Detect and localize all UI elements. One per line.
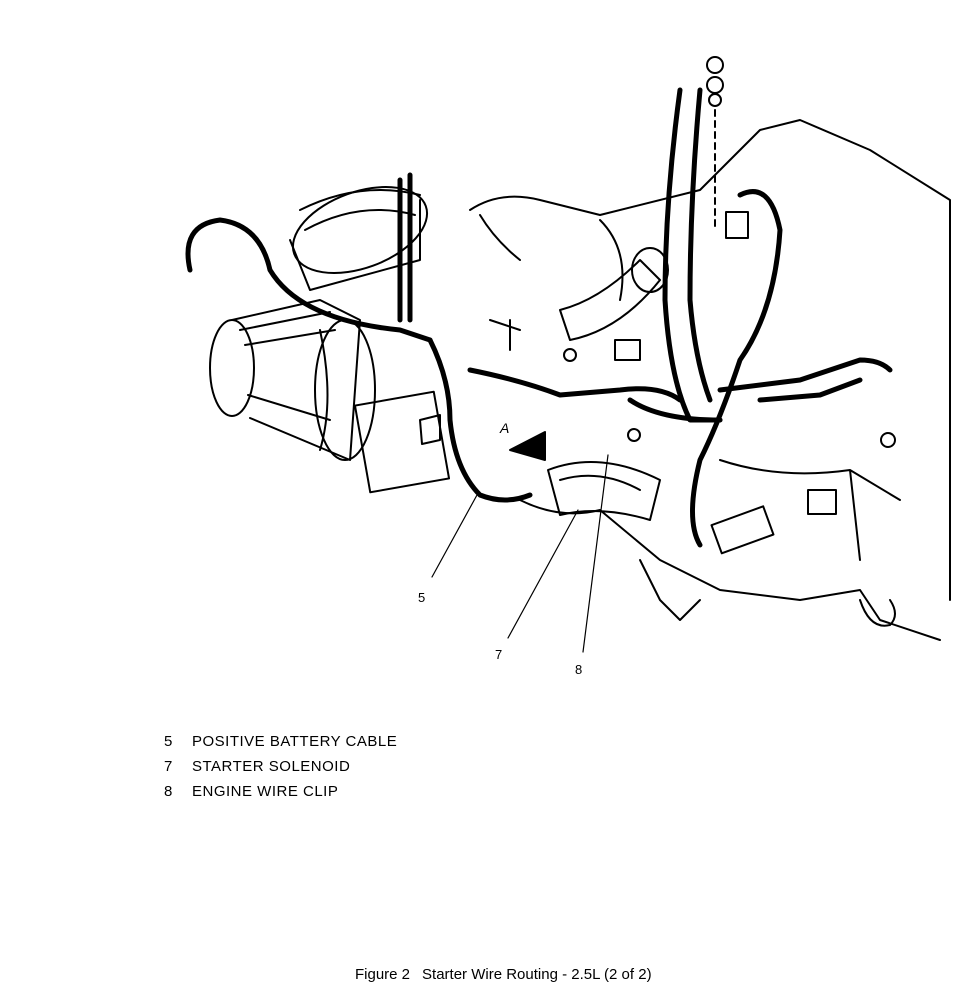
figure-number: Figure 2 bbox=[355, 966, 411, 983]
starter-solenoid bbox=[289, 186, 661, 521]
callout-5: 5 bbox=[418, 590, 426, 605]
legend-row: 5 POSITIVE BATTERY CABLE bbox=[164, 733, 397, 758]
legend-number: 5 bbox=[164, 733, 173, 750]
figure-caption: Figure 2 Starter Wire Routing - 2.5L (2 o… bbox=[355, 966, 652, 983]
legend: 5 POSITIVE BATTERY CABLE 7 STARTER SOLEN… bbox=[164, 733, 397, 808]
legend-number: 8 bbox=[164, 783, 173, 800]
callout-7: 7 bbox=[495, 647, 503, 662]
positive-battery-cable bbox=[185, 172, 683, 503]
view-letter: A bbox=[499, 420, 509, 436]
legend-number: 7 bbox=[164, 758, 173, 775]
engine-block-outline bbox=[469, 119, 951, 641]
leader-line-7 bbox=[507, 509, 579, 639]
figure-title: Starter Wire Routing - 2.5L (2 of 2) bbox=[422, 966, 652, 983]
legend-row: 8 ENGINE WIRE CLIP bbox=[164, 783, 397, 808]
leader-lines bbox=[431, 454, 609, 653]
legend-row: 7 STARTER SOLENOID bbox=[164, 758, 397, 783]
connectors bbox=[563, 56, 896, 555]
leader-line-8 bbox=[582, 454, 609, 653]
callout-8: 8 bbox=[575, 662, 583, 677]
starter-motor bbox=[209, 299, 451, 494]
exhaust-pipe bbox=[489, 247, 669, 351]
legend-label: ENGINE WIRE CLIP bbox=[192, 783, 339, 800]
view-arrow bbox=[509, 431, 546, 461]
engine-wire-harness bbox=[627, 87, 893, 548]
legend-label: POSITIVE BATTERY CABLE bbox=[192, 733, 398, 750]
leader-line-5 bbox=[431, 494, 478, 578]
legend-label: STARTER SOLENOID bbox=[192, 758, 351, 775]
